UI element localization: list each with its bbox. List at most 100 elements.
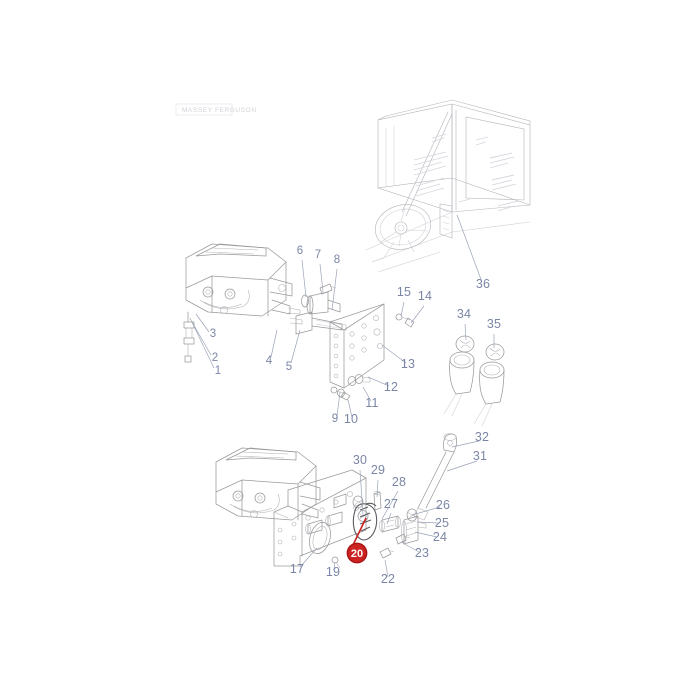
- callout-leader-15: [400, 301, 405, 317]
- callout-label-36: 36: [476, 277, 490, 291]
- callout-9[interactable]: 9: [332, 391, 341, 425]
- callout-label-22: 22: [381, 572, 395, 586]
- callout-leader-6: [301, 259, 307, 298]
- callout-leader-5: [290, 329, 301, 364]
- callout-36[interactable]: 36: [456, 214, 490, 291]
- watermark-logo: MASSEY FERGUSON: [175, 103, 257, 116]
- callout-label-30: 30: [353, 453, 367, 467]
- callout-6[interactable]: 6: [297, 245, 307, 298]
- callout-label-34: 34: [457, 307, 471, 321]
- callout-leader-25: [416, 521, 440, 524]
- callout-leader-14: [410, 305, 425, 324]
- callout-leader-19: [333, 561, 336, 571]
- callout-label-1: 1: [215, 365, 222, 377]
- callout-leader-13: [381, 344, 407, 364]
- callout-label-23: 23: [415, 546, 429, 560]
- callout-leader-31: [446, 460, 478, 472]
- callout-label-31: 31: [473, 449, 487, 463]
- callout-23[interactable]: 23: [400, 541, 429, 560]
- callout-label-20: 20: [351, 548, 363, 560]
- callout-label-15: 15: [397, 285, 411, 299]
- callout-leader-1: [189, 317, 215, 369]
- callout-label-26: 26: [436, 498, 450, 512]
- callout-label-17: 17: [290, 562, 304, 576]
- callout-label-28: 28: [392, 475, 406, 489]
- callout-3[interactable]: 3: [195, 313, 217, 340]
- callout-8[interactable]: 8: [331, 254, 340, 311]
- callout-label-6: 6: [297, 245, 304, 257]
- callout-leader-30: [359, 469, 364, 516]
- callout-28[interactable]: 28: [381, 475, 406, 520]
- callout-7[interactable]: 7: [315, 249, 324, 293]
- callout-24[interactable]: 24: [414, 530, 447, 544]
- callout-label-11: 11: [365, 396, 378, 410]
- callout-label-7: 7: [315, 249, 322, 261]
- callout-label-35: 35: [487, 317, 501, 331]
- callout-11[interactable]: 11: [362, 386, 379, 410]
- callout-label-2: 2: [212, 352, 219, 364]
- watermark-text: MASSEY FERGUSON: [182, 107, 257, 114]
- callout-highlight-20[interactable]: 20: [346, 517, 368, 564]
- callout-label-19: 19: [326, 565, 340, 579]
- upper-pump-assembly: [183, 243, 347, 363]
- callout-12[interactable]: 12: [367, 376, 398, 394]
- callout-label-10: 10: [344, 412, 358, 426]
- callout-31[interactable]: 31: [446, 449, 487, 472]
- callout-5[interactable]: 5: [286, 329, 301, 373]
- callout-label-32: 32: [475, 430, 489, 444]
- callout-34[interactable]: 34: [457, 307, 471, 341]
- callout-leader-36: [456, 214, 483, 283]
- mounting-plate-assembly: [329, 303, 415, 401]
- callout-26[interactable]: 26: [411, 498, 450, 516]
- callout-leader-8: [331, 268, 338, 311]
- callout-leader-4: [270, 329, 278, 358]
- callout-label-9: 9: [332, 413, 339, 425]
- callout-13[interactable]: 13: [381, 344, 415, 371]
- callout-35[interactable]: 35: [487, 317, 501, 348]
- callout-label-5: 5: [286, 361, 293, 373]
- callout-leader-7: [319, 263, 324, 293]
- callout-2[interactable]: 2: [191, 321, 219, 364]
- callout-leader-28: [381, 490, 399, 520]
- callout-leader-29: [376, 479, 379, 498]
- callout-10[interactable]: 10: [344, 399, 358, 426]
- callout-leader-23: [400, 541, 420, 553]
- callout-1[interactable]: 1: [189, 317, 222, 377]
- callout-32[interactable]: 32: [451, 430, 489, 448]
- callout-30[interactable]: 30: [353, 453, 367, 516]
- callout-leader-32: [451, 440, 480, 448]
- highlighted-part-20: [352, 502, 378, 541]
- callout-leader-24: [414, 531, 438, 538]
- callout-leader-10: [347, 399, 353, 418]
- callout-leader-27: [386, 512, 392, 525]
- callout-leader-2: [191, 321, 212, 356]
- callout-label-14: 14: [418, 289, 432, 303]
- callout-29[interactable]: 29: [371, 463, 385, 498]
- callout-27[interactable]: 27: [384, 497, 398, 525]
- callout-leader-34: [464, 323, 467, 341]
- callout-leader-26: [411, 506, 441, 516]
- lower-control-plate: [273, 469, 401, 569]
- callout-4[interactable]: 4: [266, 329, 278, 367]
- callout-14[interactable]: 14: [410, 289, 432, 324]
- callout-label-3: 3: [210, 328, 217, 340]
- callout-leader-11: [362, 386, 372, 402]
- callout-19[interactable]: 19: [326, 561, 340, 579]
- callout-22[interactable]: 22: [381, 559, 395, 586]
- callout-17[interactable]: 17: [290, 547, 318, 576]
- control-boots-assembly: [443, 335, 505, 427]
- callout-25[interactable]: 25: [416, 516, 449, 530]
- callout-label-25: 25: [435, 516, 449, 530]
- callout-label-12: 12: [384, 380, 398, 394]
- callout-leader-22: [384, 559, 389, 578]
- callout-label-24: 24: [433, 530, 447, 544]
- callout-label-13: 13: [401, 357, 415, 371]
- callout-leader-17: [299, 547, 318, 568]
- lower-pump-assembly: [215, 447, 321, 521]
- cab-decals: [413, 133, 519, 212]
- callout-15[interactable]: 15: [397, 285, 411, 317]
- callout-label-27: 27: [384, 497, 398, 511]
